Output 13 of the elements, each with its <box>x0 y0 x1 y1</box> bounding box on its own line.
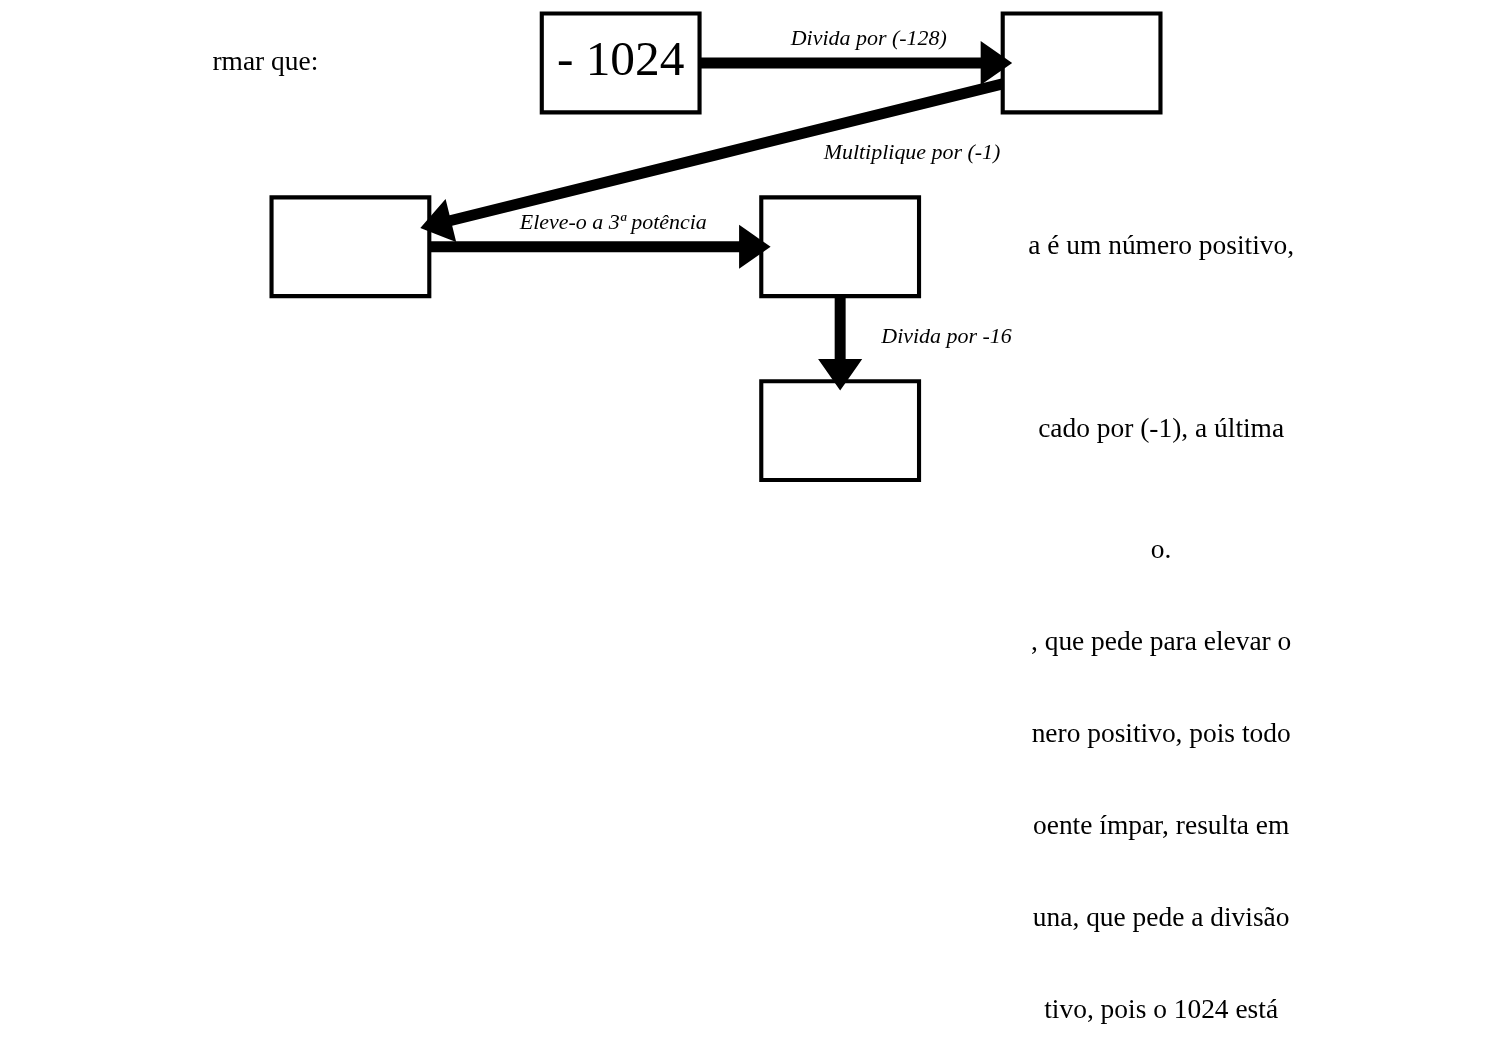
label: a é um número positivo, <box>1028 229 1295 260</box>
label: tivo, pois o 1024 está <box>1044 993 1279 1024</box>
label: , que pede para elevar o <box>1030 626 1292 657</box>
label: o. <box>1150 534 1172 565</box>
edge-label: Multiplique por (-1) <box>823 138 1001 164</box>
edge-label: Divida por -16 <box>881 322 1012 348</box>
edge-label: Divida por (-128) <box>790 24 947 50</box>
label: una, que pede a divisão <box>1032 901 1290 932</box>
edge-label: Eleve-o a 3ª potência <box>519 208 707 234</box>
label: rmar que: <box>212 45 319 76</box>
label: cado por (-1), a última <box>1038 413 1285 444</box>
label: nero positivo, pois todo <box>1031 717 1291 748</box>
label: oente ímpar, resulta em <box>1033 809 1290 840</box>
